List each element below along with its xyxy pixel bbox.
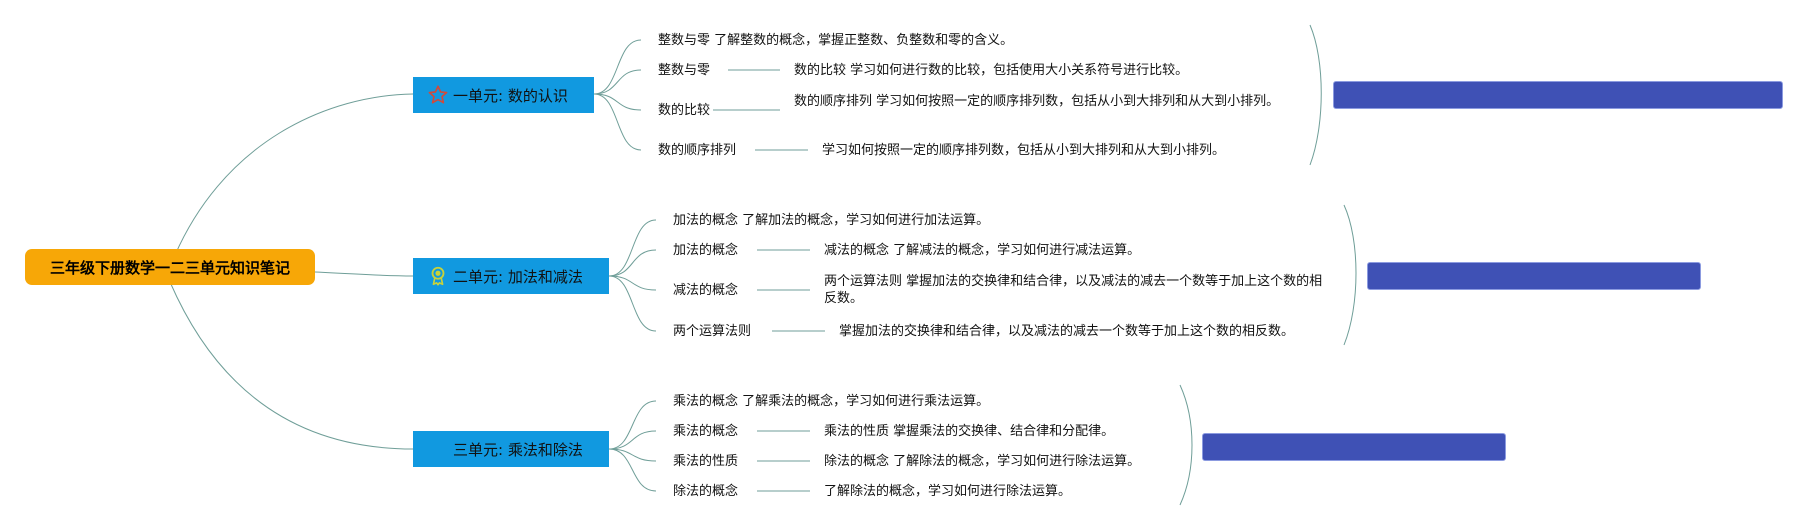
unit-2-row-3-label[interactable]: 两个运算法则 <box>673 324 752 339</box>
unit-3-row-2-desc[interactable]: 除法的概念 了解除法的概念，学习如何进行除法运算。 <box>824 454 1141 469</box>
unit-1-row-2-desc[interactable]: 数的顺序排列 学习如何按照一定的顺序排列数，包括从小到大排列和从大到小排列。 <box>794 94 1280 109</box>
unit-2-summary[interactable] <box>1367 262 1701 290</box>
unit-1-row-3-desc[interactable]: 学习如何按照一定的顺序排列数，包括从小到大排列和从大到小排列。 <box>822 143 1226 158</box>
unit-1-intro[interactable]: 整数与零 了解整数的概念，掌握正整数、负整数和零的含义。 <box>658 33 1014 48</box>
unit-2-row-1-desc[interactable]: 减法的概念 了解减法的概念，学习如何进行减法运算。 <box>824 243 1141 258</box>
unit-1-row-2-label[interactable]: 数的比较 <box>658 103 711 118</box>
unit-2-row-3-desc[interactable]: 掌握加法的交换律和结合律，以及减法的减去一个数等于加上这个数的相反数。 <box>839 324 1295 339</box>
unit-1-title: 一单元: 数的认识 <box>453 86 568 105</box>
unit-2-title: 二单元: 加法和减法 <box>453 267 583 286</box>
unit-1-row-1-desc[interactable]: 数的比较 学习如何进行数的比较，包括使用大小关系符号进行比较。 <box>794 63 1189 78</box>
root-topic[interactable]: 三年级下册数学一二三单元知识笔记 <box>25 249 315 285</box>
unit-3-row-1-desc[interactable]: 乘法的性质 掌握乘法的交换律、结合律和分配律。 <box>824 424 1115 439</box>
award-ribbon-icon <box>431 266 445 286</box>
unit-3-row-2-label[interactable]: 乘法的性质 <box>673 454 739 469</box>
unit-3-icon-placeholder <box>427 438 449 460</box>
unit-3-intro[interactable]: 乘法的概念 了解乘法的概念，学习如何进行乘法运算。 <box>673 394 990 409</box>
unit-3-row-3-label[interactable]: 除法的概念 <box>673 484 739 499</box>
root-title: 三年级下册数学一二三单元知识笔记 <box>49 258 290 277</box>
unit-3-summary[interactable] <box>1202 433 1506 461</box>
unit-3-topic[interactable]: 三单元: 乘法和除法 <box>413 431 609 467</box>
star-icon <box>428 85 448 104</box>
unit-2-row-1-label[interactable]: 加法的概念 <box>673 243 739 258</box>
unit-1-topic[interactable]: 一单元: 数的认识 <box>413 77 594 113</box>
unit-2-row-2-desc[interactable]: 两个运算法则 掌握加法的交换律和结合律，以及减法的减去一个数等于加上这个数的相反… <box>824 274 1323 306</box>
unit-1-row-1-label[interactable]: 整数与零 <box>658 63 711 78</box>
unit-3-title: 三单元: 乘法和除法 <box>453 440 583 459</box>
unit-2-row-2-label[interactable]: 减法的概念 <box>673 283 739 298</box>
unit-3-row-3-desc[interactable]: 了解除法的概念，学习如何进行除法运算。 <box>824 484 1072 499</box>
unit-3-row-1-label[interactable]: 乘法的概念 <box>673 424 739 439</box>
unit-1-row-3-label[interactable]: 数的顺序排列 <box>658 143 737 158</box>
unit-2-topic[interactable]: 二单元: 加法和减法 <box>413 258 609 294</box>
unit-1-summary[interactable] <box>1333 81 1783 109</box>
unit-2-intro[interactable]: 加法的概念 了解加法的概念，学习如何进行加法运算。 <box>673 213 990 228</box>
